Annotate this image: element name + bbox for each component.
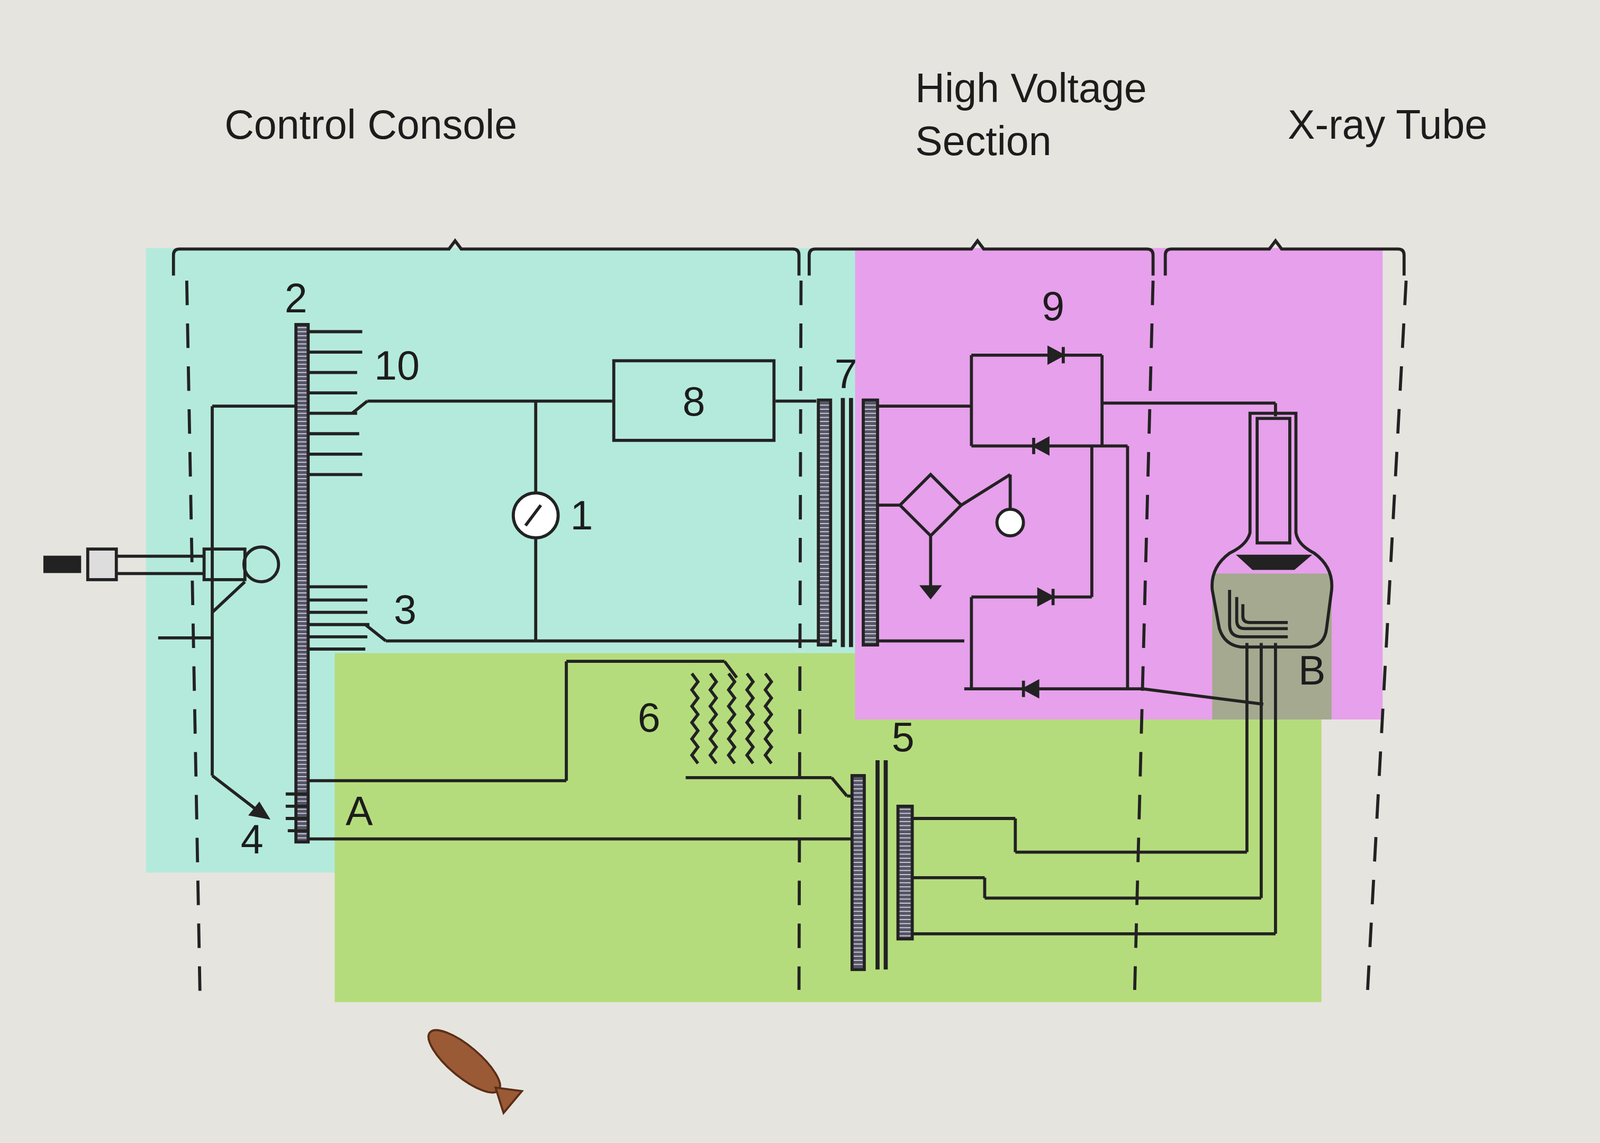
callout-number: 2 xyxy=(284,277,308,319)
fish-icon xyxy=(420,1020,523,1114)
point-label: A xyxy=(345,790,373,832)
high-voltage-region xyxy=(855,247,1383,720)
callout-number: 1 xyxy=(570,494,593,536)
process-box: 8 xyxy=(612,359,776,442)
callout-number: 4 xyxy=(240,818,264,860)
callout-number: 6 xyxy=(637,697,661,738)
section-heading: High Voltage Section xyxy=(915,61,1211,168)
callout-number: 7 xyxy=(834,353,858,394)
node-label: B xyxy=(1298,649,1326,691)
diode-symbols xyxy=(1023,346,1064,697)
section-heading: X-ray Tube xyxy=(1287,104,1488,146)
section-heading: Control Console xyxy=(224,104,518,146)
callout-number: 10 xyxy=(374,345,420,386)
region-box: B xyxy=(1212,573,1332,720)
section-dividers xyxy=(186,280,1407,995)
node-label: 8 xyxy=(682,380,706,421)
callout-number: 5 xyxy=(891,716,915,757)
callout-number: 9 xyxy=(1041,285,1065,327)
callout-number: 3 xyxy=(393,588,417,630)
section-brackets xyxy=(173,240,1405,276)
wiring xyxy=(44,324,1332,970)
